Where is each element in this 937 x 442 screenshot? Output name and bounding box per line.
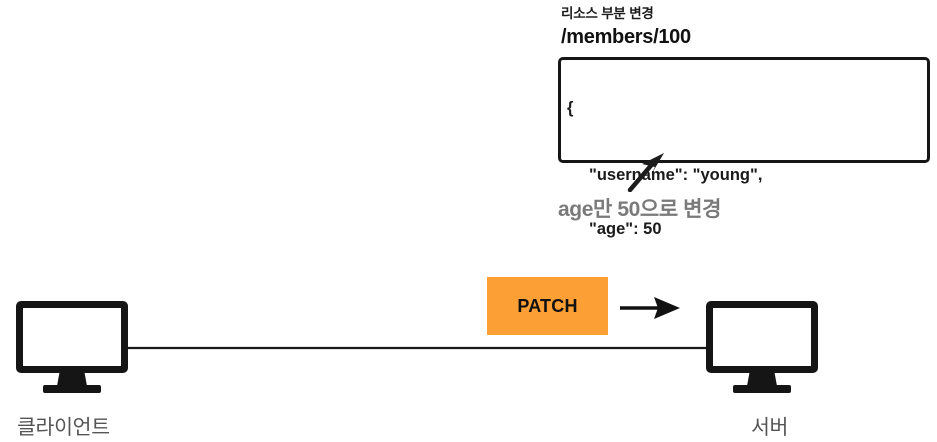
monitor-stand-base (43, 385, 101, 393)
request-body-text: { "username": "young", "age": 50 } (567, 65, 917, 334)
json-line-username: "username": "young", (589, 165, 763, 184)
monitor-frame (706, 301, 818, 373)
server-label: 서버 (751, 416, 789, 439)
client-label: 클라이언트 (17, 416, 110, 439)
monitor-stand-neck (747, 373, 777, 386)
monitor-frame (16, 301, 128, 373)
json-open-brace: { (567, 99, 574, 117)
http-method-badge: PATCH (487, 277, 608, 335)
resource-path: /members/100 (561, 26, 691, 48)
request-direction-arrow (620, 297, 680, 319)
http-method-label: PATCH (517, 295, 578, 316)
annotation-pointer-arrow (627, 153, 664, 192)
resource-caption: 리소스 부분 변경 (561, 6, 654, 21)
change-note-label: age만 50으로 변경 (558, 198, 722, 221)
webcam-dot (77, 310, 80, 314)
json-line-age: "age": 50 (589, 220, 662, 238)
request-body-box (558, 57, 930, 163)
network-wire (120, 346, 712, 350)
webcam-dot (767, 310, 770, 314)
monitor-stand-base (733, 385, 791, 393)
monitor-stand-neck (57, 373, 87, 386)
